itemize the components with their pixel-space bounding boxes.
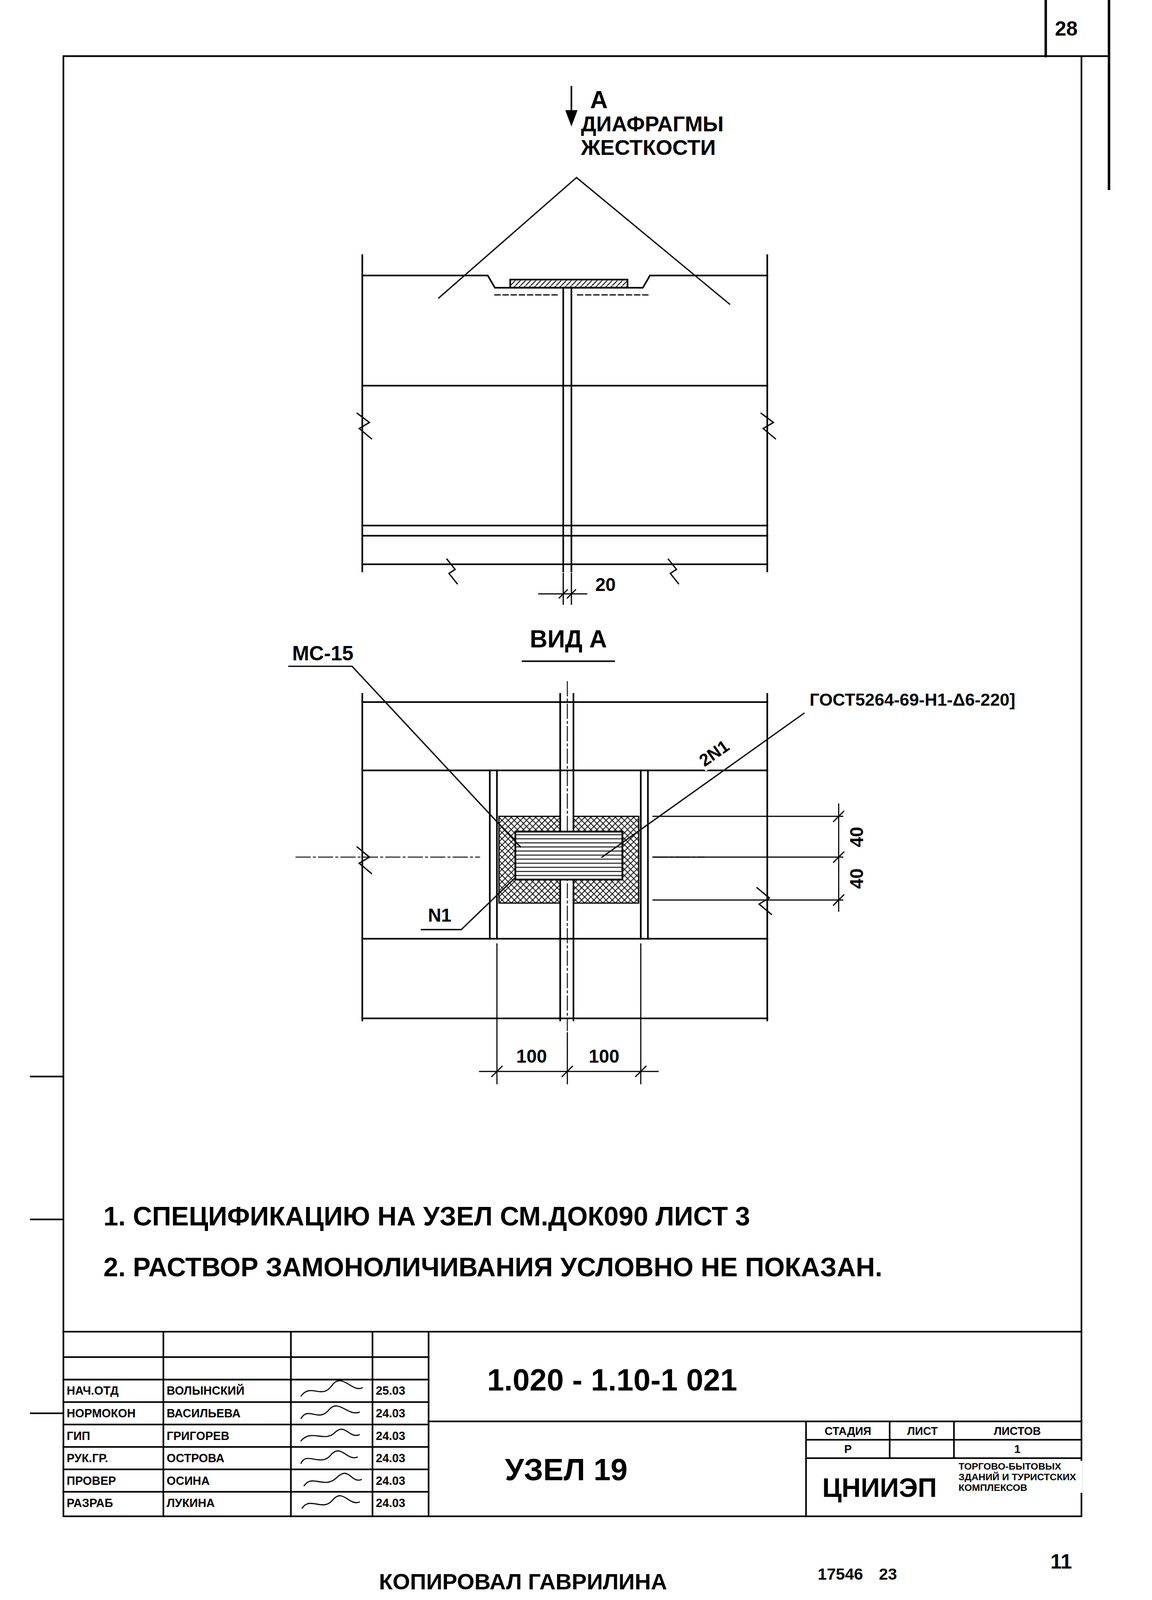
sheet-frame bbox=[30, 1076, 64, 1413]
note: 2. РАСТВОР ЗАМОНОЛИЧИВАНИЯ УСЛОВНО НЕ ПО… bbox=[102, 1251, 884, 1283]
sheet-frame bbox=[63, 55, 1110, 1516]
view-a bbox=[479, 943, 658, 1084]
table-cell: СТАДИЯ bbox=[823, 1424, 873, 1438]
document-code: 1.020 - 1.10-1 021 bbox=[485, 1361, 739, 1398]
table-cell: ОСИНА bbox=[165, 1473, 212, 1488]
table-cell: НАЧ.ОТД bbox=[65, 1384, 120, 1398]
section-view bbox=[447, 558, 458, 584]
section-view bbox=[362, 385, 768, 564]
table-cell: ЛИСТ bbox=[905, 1424, 939, 1438]
view-a bbox=[522, 660, 615, 662]
dimension: 20 bbox=[594, 574, 618, 596]
view-a bbox=[490, 770, 649, 939]
signature bbox=[300, 1405, 360, 1418]
dimension: 40 bbox=[846, 825, 868, 849]
view-a bbox=[295, 856, 705, 858]
view-a bbox=[515, 831, 623, 880]
signature bbox=[304, 1472, 362, 1486]
dimension: 100 bbox=[587, 1045, 621, 1067]
dimension: 100 bbox=[514, 1045, 549, 1067]
sheet-frame bbox=[1045, 0, 1110, 189]
table-cell: ВАСИЛЬЕВА bbox=[165, 1406, 243, 1420]
table-cell: 1 bbox=[1012, 1442, 1023, 1456]
view-a bbox=[421, 877, 516, 930]
signature bbox=[300, 1450, 357, 1463]
table-cell: ОСТРОВА bbox=[165, 1451, 227, 1465]
table-cell: ЛУКИНА bbox=[165, 1496, 217, 1510]
signature bbox=[302, 1495, 360, 1508]
callout-label: ДИАФРАГМЫ ЖЕСТКОСТИ bbox=[579, 112, 823, 160]
sheet-number: 28 bbox=[1053, 16, 1079, 41]
section-view bbox=[538, 573, 587, 604]
part-mark: МС-15 bbox=[290, 641, 355, 665]
section-view bbox=[559, 589, 576, 598]
part-mark: 2N1 bbox=[694, 735, 735, 772]
view-a bbox=[491, 1066, 646, 1077]
note: 1. СПЕЦИФИКАЦИЮ НА УЗЕЛ СМ.ДОК090 ЛИСТ 3 bbox=[102, 1201, 752, 1232]
section-view bbox=[761, 413, 776, 439]
table-cell: НОРМОКОН bbox=[65, 1406, 137, 1420]
view-a bbox=[757, 887, 772, 914]
signature bbox=[300, 1428, 360, 1441]
section-view bbox=[362, 255, 768, 572]
organization: ЦНИИЭП bbox=[821, 1472, 939, 1503]
table-cell: ГРИГОРЕВ bbox=[165, 1428, 232, 1443]
section-view bbox=[565, 110, 578, 127]
signature bbox=[300, 1380, 362, 1396]
view-a bbox=[601, 712, 804, 857]
copyist-note: КОПИРОВАЛ ГАВРИЛИНА bbox=[377, 1568, 669, 1595]
title-block bbox=[63, 1356, 429, 1492]
section-mark: А bbox=[588, 85, 610, 115]
organization-detail: ТОРГОВО-БЫТОВЫХ ЗДАНИЙ И ТУРИСТСКИХ КОМП… bbox=[956, 1460, 1083, 1493]
view-a bbox=[357, 846, 372, 874]
title-block bbox=[63, 1331, 1082, 1516]
archive-number: 17546 bbox=[816, 1563, 865, 1583]
signature bbox=[300, 1380, 362, 1508]
table-cell: РАЗРАБ bbox=[65, 1496, 115, 1510]
table-cell: Р bbox=[842, 1442, 853, 1456]
table-cell: ВОЛЫНСКИЙ bbox=[165, 1384, 246, 1398]
section-view bbox=[357, 86, 776, 605]
part-mark: N1 bbox=[426, 904, 454, 926]
drawing-part bbox=[30, 0, 1110, 1516]
view-title: ВИД А bbox=[528, 624, 609, 653]
title-block bbox=[163, 1331, 429, 1516]
dimension: 40 bbox=[846, 866, 868, 890]
view-a bbox=[288, 661, 844, 1084]
section-view bbox=[570, 86, 573, 115]
section-view bbox=[668, 558, 679, 584]
view-a bbox=[515, 831, 623, 880]
view-a bbox=[288, 666, 521, 847]
weld-spec: ГОСТ5264-69-Н1-Δ6-220] bbox=[808, 690, 1017, 711]
table-cell: ГИП bbox=[65, 1428, 92, 1443]
table-cell: 25.03 bbox=[374, 1384, 407, 1398]
section-view bbox=[438, 177, 730, 305]
table-cell: ЛИСТОВ bbox=[992, 1424, 1043, 1438]
table-cell: ПРОВЕР bbox=[65, 1473, 118, 1488]
view-a bbox=[362, 701, 768, 1018]
view-a bbox=[653, 803, 843, 912]
table-cell: 24.03 bbox=[374, 1451, 407, 1465]
view-a bbox=[833, 810, 844, 905]
table-cell: 24.03 bbox=[374, 1428, 407, 1443]
table-cell: 24.03 bbox=[374, 1496, 407, 1510]
table-cell: 24.03 bbox=[374, 1406, 407, 1420]
section-view bbox=[563, 287, 572, 571]
format-number: 11 bbox=[1048, 1549, 1074, 1574]
archive-number: 23 bbox=[877, 1563, 899, 1583]
table-cell: РУК.ГР. bbox=[65, 1451, 110, 1465]
section-view bbox=[510, 279, 628, 288]
sheet-frame bbox=[30, 0, 1110, 1516]
table-cell: 24.03 bbox=[374, 1473, 407, 1488]
sheet-title: УЗЕЛ 19 bbox=[503, 1451, 629, 1487]
title-block bbox=[63, 1330, 1082, 1333]
section-view bbox=[357, 413, 372, 439]
